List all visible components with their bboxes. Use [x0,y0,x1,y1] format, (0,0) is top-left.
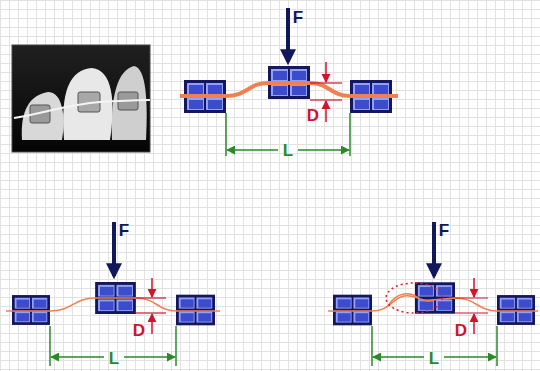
span-line [496,326,498,366]
braces-photo [12,45,150,152]
force-label: F [291,8,305,27]
tooth [112,66,147,140]
span-line [371,326,373,366]
deflection-arrow [151,278,153,297]
deflection-label: D [305,106,321,125]
deflection-arrow [325,101,327,122]
span-arrow [51,356,104,358]
arch-wire [180,83,398,96]
span-line [349,113,351,156]
force-label: F [117,221,131,240]
span-arrow [298,149,349,151]
deflection-label: D [453,321,469,340]
deflection-line [455,312,488,313]
figure-bottom-left [6,222,220,366]
span-label: L [281,141,295,160]
span-line [49,326,51,366]
deflection-line [455,297,488,298]
deflection-line [310,99,342,100]
force-arrow [112,222,116,276]
span-arrow [124,356,175,358]
force-arrow [286,8,290,62]
dotted-ellipse [386,283,442,313]
deflection-line [310,82,342,83]
deflection-arrow [473,278,475,297]
deflection-line [136,297,166,298]
deflection-arrow [151,314,153,334]
deflection-arrow [473,314,475,334]
span-line [225,113,227,156]
bracket [333,295,372,326]
photo-frame [12,45,150,152]
figure-bottom-right [328,222,538,366]
bracket [176,295,215,326]
span-arrow [373,356,424,358]
span-line [175,326,177,366]
photo-wire [14,100,150,118]
figure-top [180,8,398,156]
bracket [12,295,50,325]
span-label: L [107,349,121,368]
deflection-arrow [325,62,327,82]
wire-twist [388,294,420,306]
arch-wire [328,296,538,311]
deflection-label: D [131,321,147,340]
deflection-line [136,312,166,313]
arch-wire [6,298,220,311]
force-label: F [437,221,451,240]
span-label: L [427,349,441,368]
span-arrow [227,149,278,151]
force-arrow [432,222,436,276]
span-arrow [444,356,496,358]
bracket [497,295,535,325]
